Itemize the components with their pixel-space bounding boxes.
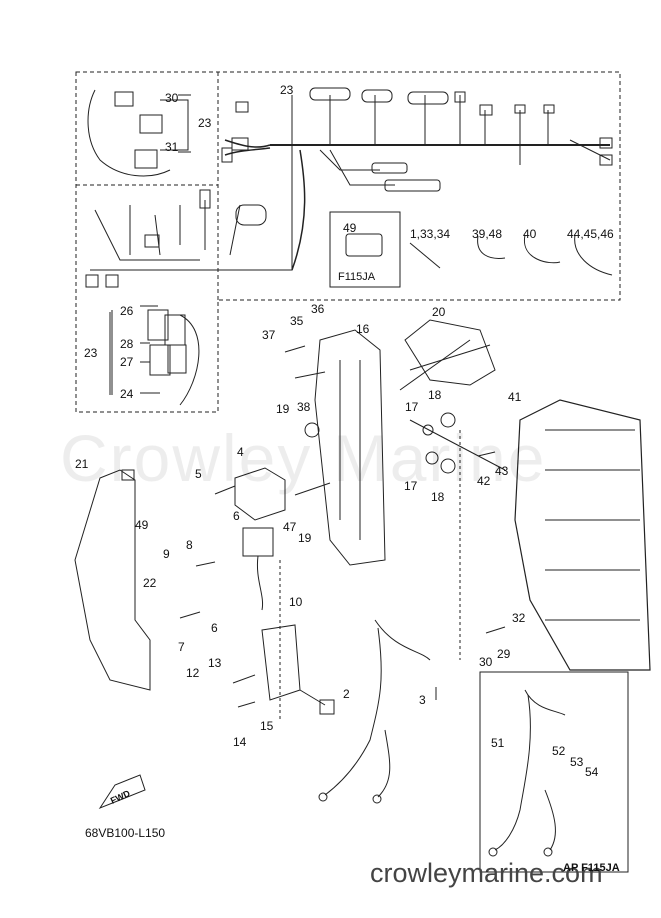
part-label: 13 [208,656,222,670]
part-label: 43 [495,464,509,478]
part-label: 41 [508,390,522,404]
variant-box-f115ja [329,211,401,288]
part-label: 40 [523,227,537,241]
variant-label-top: F115JA [338,271,376,283]
watermark-bottom: crowleymarine.com [370,858,603,888]
variant-box-ap-f115ja [479,671,629,873]
part-label: 12 [186,666,200,680]
part-6 [242,527,274,557]
part-label: 49 [343,221,357,235]
part-label: 44,45,46 [567,227,614,241]
part-label: 51 [491,736,505,750]
part-label: 1,33,34 [410,227,451,241]
part-label: 4 [237,445,244,459]
part-label: 6 [211,621,218,635]
part-label: 7 [178,640,185,654]
part-2-lead [324,627,382,796]
part-label: 49 [135,518,149,532]
part-label: 10 [289,595,303,609]
part-label: 42 [477,474,491,488]
part-4-relay [234,467,286,521]
part-label: 20 [432,305,446,319]
part-label: 17 [404,479,418,493]
bracket-16 [314,329,386,566]
part-label: 52 [552,744,566,758]
part-label: 23 [198,116,212,130]
part-label: 38 [297,400,311,414]
part-label: 17 [405,400,419,414]
part-label: 47 [283,520,297,534]
part-11-fuse-box [261,624,301,701]
part-label: 37 [262,328,276,342]
part-label: 28 [120,337,134,351]
part-label: 53 [570,755,584,769]
part-label: 35 [290,314,304,328]
part-label: 36 [311,302,325,316]
part-label: 31 [165,140,179,154]
part-label: 54 [585,765,599,779]
engine-block [514,399,651,671]
part-label: 2 [343,687,350,701]
figure-code: 68VB100-L150 [85,826,166,840]
part-label: 26 [120,304,134,318]
part-label: 19 [276,402,290,416]
part-51-lead [494,694,531,851]
part-label: 15 [260,719,274,733]
part-21-cover [74,469,151,691]
watermark-center: Crowley Marine [60,421,547,495]
part-label: 23 [280,83,294,97]
variant-label-bottom: AP F115JA [563,862,620,874]
part-label: 32 [512,611,526,625]
part-label: 27 [120,355,134,369]
part-label: 19 [298,531,312,545]
part-label: 14 [233,735,247,749]
part-label: 9 [163,547,170,561]
part-label: 5 [195,467,202,481]
part-label: 23 [84,346,98,360]
part-label: 24 [120,387,134,401]
part-label: 29 [497,647,511,661]
part-label: 3 [419,693,426,707]
part-label: 30 [479,655,493,669]
harness-dashed-box [75,71,621,413]
part-label: 39,48 [472,227,503,241]
part-label: 6 [233,509,240,523]
part-label: 18 [428,388,442,402]
part-label: 8 [186,538,193,552]
part-20-holder [404,319,496,386]
part-label: 22 [143,576,157,590]
part-label: 21 [75,457,89,471]
part-label: 30 [165,91,179,105]
part-label: 16 [356,322,370,336]
part-label: 18 [431,490,445,504]
fwd-arrow [98,774,146,810]
